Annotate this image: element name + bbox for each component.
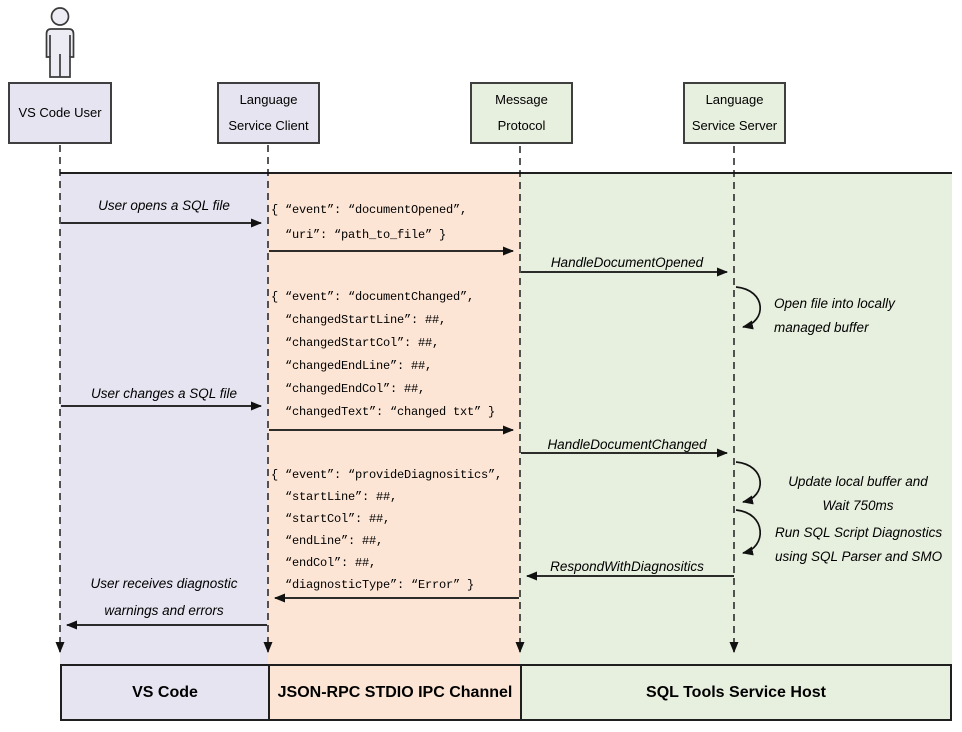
lane-vscode — [60, 174, 268, 721]
user-actor-icon — [45, 7, 75, 78]
actor-label-line2: Service Client — [228, 118, 309, 133]
actor-label-line1: Message — [495, 92, 548, 107]
json-document-opened: { “event”: “documentOpened”, “uri”: “pat… — [271, 198, 467, 248]
actor-label-line1: Language — [705, 92, 764, 107]
label-user-opens-file: User opens a SQL file — [98, 198, 230, 213]
actor-box-language-service-client: Language Service Client — [217, 82, 320, 144]
note-run-diagnostics: Run SQL Script Diagnostics using SQL Par… — [775, 525, 943, 564]
actor-label-line1: Language — [239, 92, 298, 107]
json-line: { “event”: “documentOpened”, — [271, 203, 468, 217]
json-line: “changedText”: “changed txt” } — [271, 405, 496, 419]
json-line: “uri”: “path_to_file” } — [271, 228, 447, 242]
json-line: “changedEndCol”: ##, — [271, 382, 426, 396]
json-provide-diagnostics: { “event”: “provideDiagnositics”, “start… — [271, 464, 502, 596]
swimlane-container — [60, 172, 952, 721]
json-line: “startCol”: ##, — [271, 512, 391, 526]
label-respond-with-diagnostics: RespondWithDiagnositics — [550, 559, 704, 574]
lane-title-label: SQL Tools Service Host — [646, 683, 826, 701]
json-line: “startLine”: ##, — [271, 490, 398, 504]
lane-title-sql-tools-host: SQL Tools Service Host — [520, 664, 952, 721]
json-line: “changedEndLine”: ##, — [271, 359, 433, 373]
actor-box-vscode-user: VS Code User — [8, 82, 112, 144]
lane-sql-tools-host — [520, 174, 952, 721]
label-user-receives-diagnostics: User receives diagnostic warnings and er… — [90, 576, 238, 618]
lane-title-label: JSON-RPC STDIO IPC Channel — [277, 683, 513, 701]
label-handle-document-changed: HandleDocumentChanged — [547, 437, 707, 452]
lane-title-label: VS Code — [132, 683, 198, 701]
label-user-changes-file: User changes a SQL file — [90, 386, 238, 401]
actor-label: VS Code User — [18, 105, 102, 120]
loop-run-diagnostics — [735, 509, 761, 556]
lane-json-rpc-channel — [268, 174, 520, 721]
json-line: “diagnosticType”: “Error” } — [271, 578, 475, 592]
lane-title-json-rpc-channel: JSON-RPC STDIO IPC Channel — [268, 664, 522, 721]
json-line: “endCol”: ##, — [271, 556, 377, 570]
actor-label-line2: Protocol — [497, 118, 546, 133]
note-open-buffer: Open file into locally managed buffer — [774, 296, 895, 335]
json-line: { “event”: “provideDiagnositics”, — [271, 468, 503, 482]
lane-title-vscode: VS Code — [60, 664, 270, 721]
actor-box-message-protocol: Message Protocol — [470, 82, 573, 144]
json-line: { “event”: “documentChanged”, — [271, 290, 475, 304]
json-line: “endLine”: ##, — [271, 534, 384, 548]
actor-label-line2: Service Server — [691, 118, 778, 133]
actor-box-language-service-server: Language Service Server — [683, 82, 786, 144]
loop-open-buffer — [735, 286, 761, 330]
json-line: “changedStartCol”: ##, — [271, 336, 440, 350]
json-document-changed: { “event”: “documentChanged”, “changedSt… — [271, 286, 495, 424]
loop-update-buffer — [735, 461, 761, 505]
note-update-buffer: Update local buffer and Wait 750ms — [788, 474, 928, 513]
json-line: “changedStartLine”: ##, — [271, 313, 447, 327]
label-handle-document-opened: HandleDocumentOpened — [550, 255, 704, 270]
